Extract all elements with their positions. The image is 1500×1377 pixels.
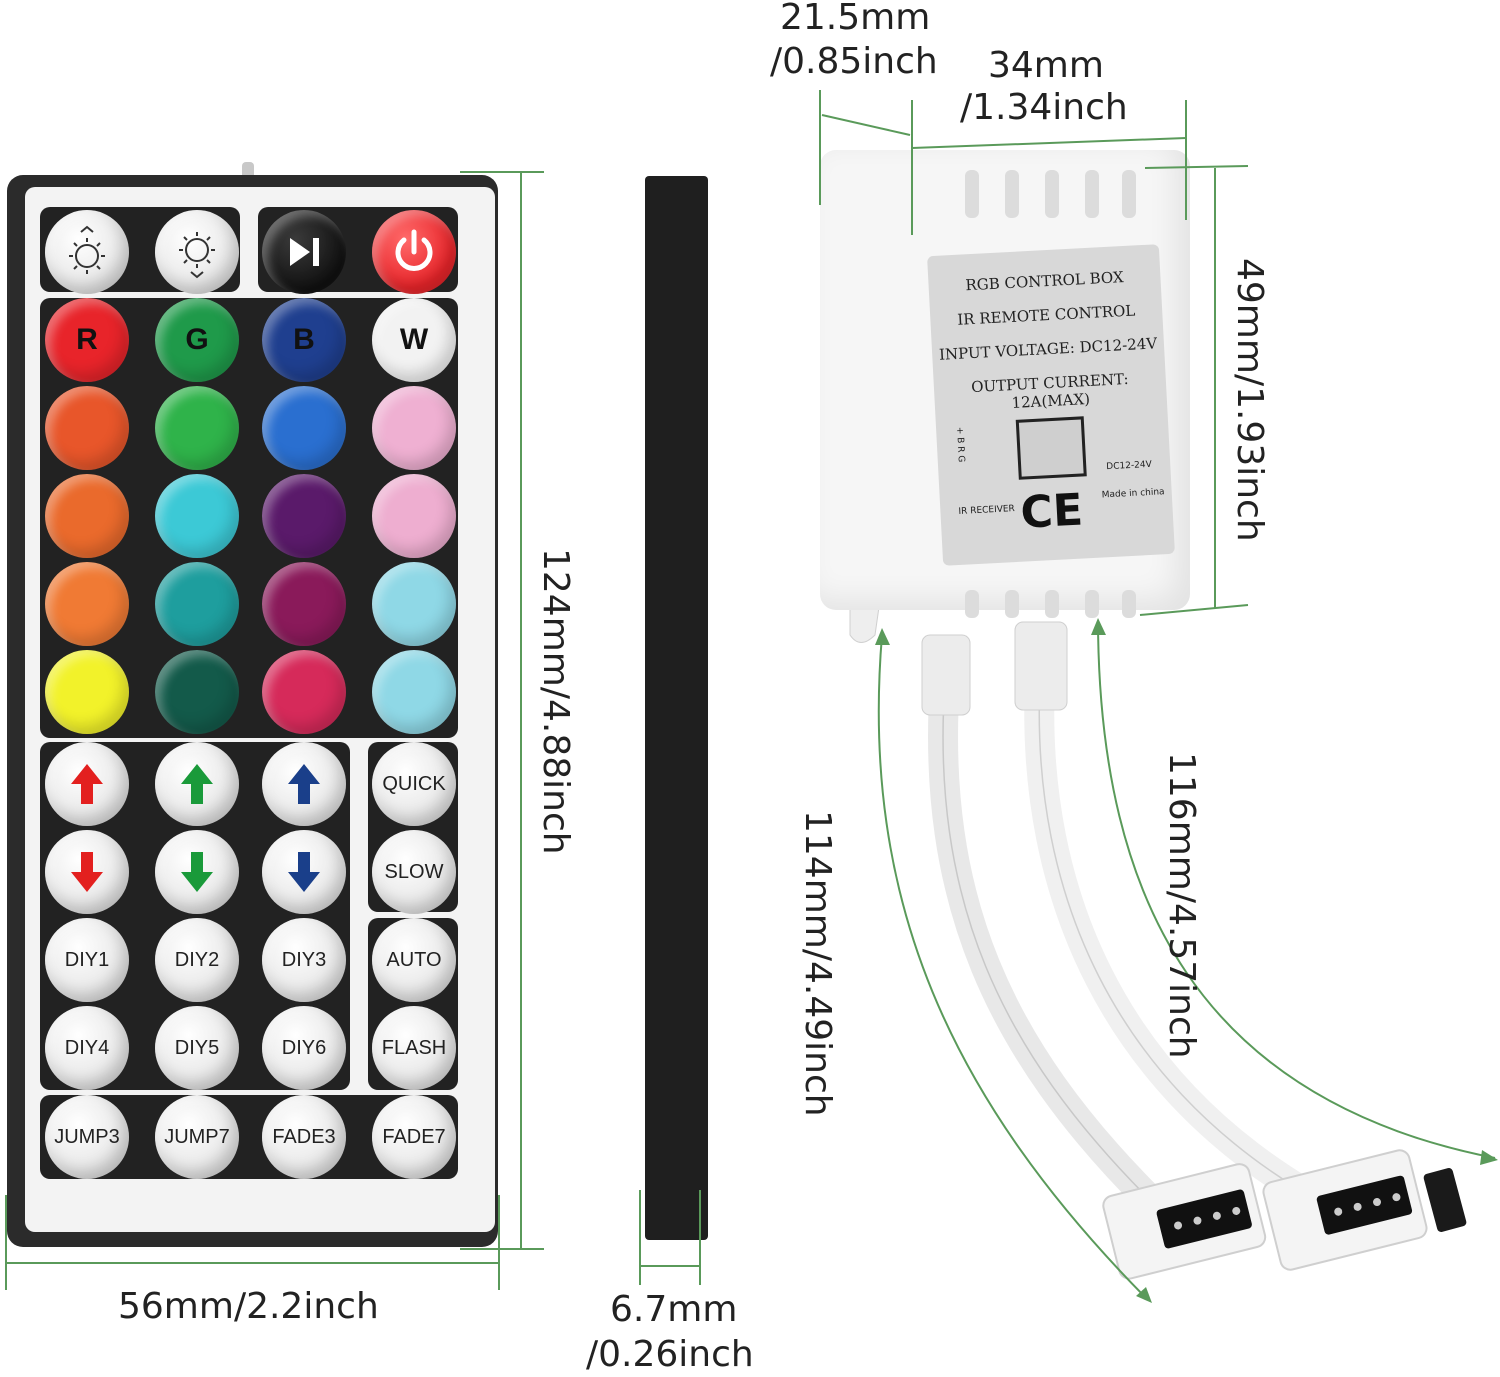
vent-slot bbox=[1005, 170, 1019, 218]
color-button[interactable] bbox=[372, 386, 456, 470]
color-button[interactable] bbox=[155, 386, 239, 470]
color-button[interactable] bbox=[372, 562, 456, 646]
remote-side-view bbox=[645, 176, 708, 1240]
color-button[interactable] bbox=[45, 562, 129, 646]
slow-button[interactable]: SLOW bbox=[372, 830, 456, 914]
height-dimension-tick-bottom bbox=[460, 1248, 544, 1250]
diy1-button[interactable]: DIY1 bbox=[45, 918, 129, 1002]
red-down-button[interactable] bbox=[45, 830, 129, 914]
color-button[interactable] bbox=[262, 474, 346, 558]
color-button[interactable] bbox=[45, 474, 129, 558]
jump3-button[interactable]: JUMP3 bbox=[45, 1095, 129, 1179]
color-button[interactable] bbox=[262, 562, 346, 646]
color-button[interactable] bbox=[372, 650, 456, 734]
brightness-down-button[interactable] bbox=[155, 210, 239, 294]
red-up-button[interactable] bbox=[45, 742, 129, 826]
color-button[interactable] bbox=[45, 386, 129, 470]
remote-height-label: 124mm/4.88inch bbox=[535, 548, 577, 855]
width-dimension-line bbox=[5, 1262, 500, 1264]
vent-slot bbox=[1005, 590, 1019, 618]
vent-slot bbox=[965, 170, 979, 218]
fade3-button[interactable]: FADE3 bbox=[262, 1095, 346, 1179]
thickness-dimension-line bbox=[639, 1265, 701, 1267]
jump7-button[interactable]: JUMP7 bbox=[155, 1095, 239, 1179]
color-r-button[interactable]: R bbox=[45, 298, 129, 382]
blue-up-button[interactable] bbox=[262, 742, 346, 826]
auto-button[interactable]: AUTO bbox=[372, 918, 456, 1002]
power-button[interactable] bbox=[372, 210, 456, 294]
vent-slot bbox=[1122, 590, 1136, 618]
width-dimension-tick-right bbox=[498, 1195, 500, 1290]
green-down-button[interactable] bbox=[155, 830, 239, 914]
arrow-up-icon bbox=[181, 764, 213, 804]
color-button[interactable] bbox=[155, 650, 239, 734]
color-button[interactable] bbox=[155, 474, 239, 558]
color-button[interactable] bbox=[155, 562, 239, 646]
thickness-label-2: /0.26inch bbox=[586, 1334, 754, 1375]
quick-button[interactable]: QUICK bbox=[372, 742, 456, 826]
color-g-button[interactable]: G bbox=[155, 298, 239, 382]
vent-slot bbox=[1085, 170, 1099, 218]
play-pause-icon bbox=[290, 238, 319, 266]
vent-slot bbox=[1122, 170, 1136, 218]
diy2-button[interactable]: DIY2 bbox=[155, 918, 239, 1002]
box-depth-label-2: /0.85inch bbox=[770, 41, 938, 82]
brightness-up-button[interactable] bbox=[45, 210, 129, 294]
flash-button[interactable]: FLASH bbox=[372, 1006, 456, 1090]
height-dimension-line bbox=[520, 172, 522, 1249]
vent-slot bbox=[1085, 590, 1099, 618]
thickness-label-1: 6.7mm bbox=[610, 1289, 738, 1330]
sun-up-icon bbox=[69, 225, 105, 274]
color-button[interactable] bbox=[262, 650, 346, 734]
thickness-tick-left bbox=[639, 1190, 641, 1285]
color-b-button[interactable]: B bbox=[262, 298, 346, 382]
play-pause-button[interactable] bbox=[262, 210, 346, 294]
vent-slot bbox=[1045, 590, 1059, 618]
width-dimension-tick-left bbox=[5, 1195, 7, 1290]
diy6-button[interactable]: DIY6 bbox=[262, 1006, 346, 1090]
arrow-down-icon bbox=[71, 852, 103, 892]
height-dimension-tick-top bbox=[460, 171, 544, 173]
color-button[interactable] bbox=[262, 386, 346, 470]
box-width-label-1: 34mm bbox=[988, 45, 1104, 86]
vent-slot bbox=[1045, 170, 1059, 218]
fade7-button[interactable]: FADE7 bbox=[372, 1095, 456, 1179]
arrow-down-icon bbox=[288, 852, 320, 892]
diy4-button[interactable]: DIY4 bbox=[45, 1006, 129, 1090]
diy3-button[interactable]: DIY3 bbox=[262, 918, 346, 1002]
color-button[interactable] bbox=[372, 474, 456, 558]
blue-down-button[interactable] bbox=[262, 830, 346, 914]
sun-down-icon bbox=[179, 232, 215, 279]
arrow-up-icon bbox=[288, 764, 320, 804]
color-w-button[interactable]: W bbox=[372, 298, 456, 382]
remote-width-label: 56mm/2.2inch bbox=[118, 1286, 379, 1327]
box-height-label: 49mm/1.93inch bbox=[1229, 258, 1271, 542]
arrow-down-icon bbox=[181, 852, 213, 892]
box-depth-label-1: 21.5mm bbox=[780, 0, 931, 38]
vent-slot bbox=[965, 590, 979, 618]
arrow-up-icon bbox=[71, 764, 103, 804]
green-up-button[interactable] bbox=[155, 742, 239, 826]
box-width-label-2: /1.34inch bbox=[960, 87, 1128, 128]
diy5-button[interactable]: DIY5 bbox=[155, 1006, 239, 1090]
color-button[interactable] bbox=[45, 650, 129, 734]
cable-left-length-label: 114mm/4.49inch bbox=[797, 810, 839, 1117]
power-icon bbox=[395, 229, 433, 271]
cable-right-length-label: 116mm/4.57inch bbox=[1161, 752, 1203, 1059]
thickness-tick-right bbox=[699, 1190, 701, 1285]
